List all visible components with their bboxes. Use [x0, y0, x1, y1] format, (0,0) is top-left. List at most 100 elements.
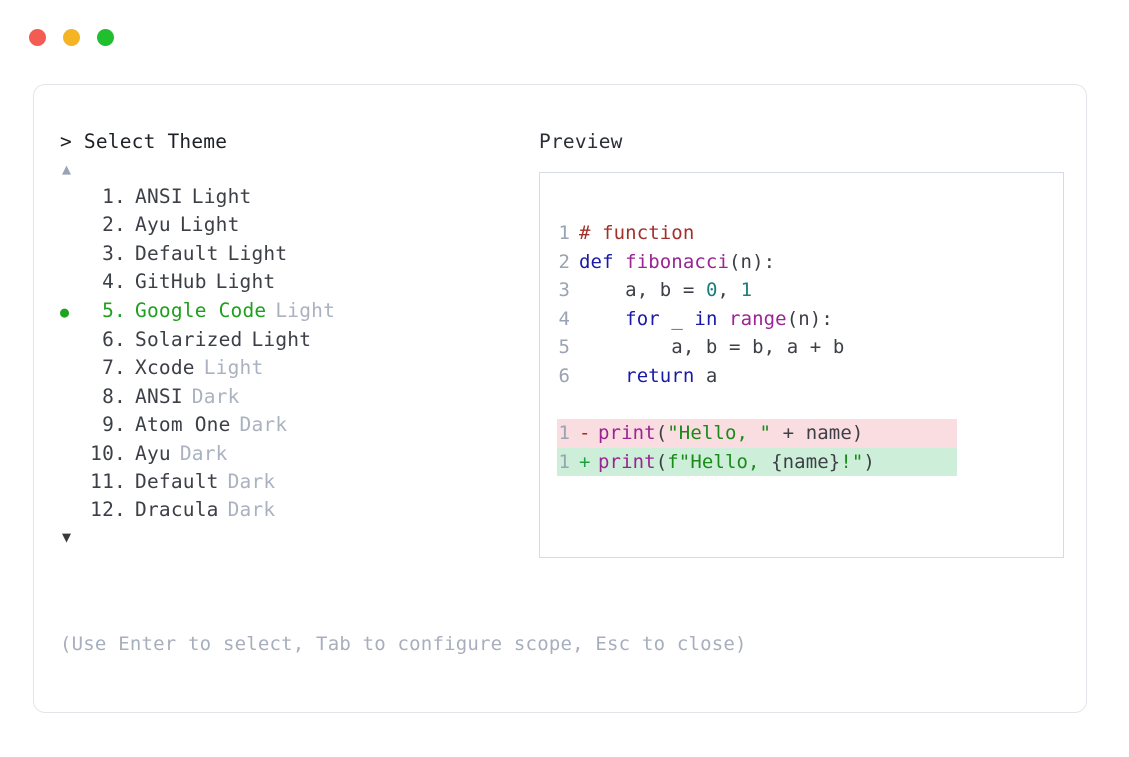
theme-item-variant: Light: [227, 241, 288, 265]
line-number: 6: [558, 364, 570, 387]
line-number: 5: [558, 336, 570, 359]
code-token-plain: a, b =: [579, 279, 706, 302]
select-theme-prompt: > Select Theme: [60, 130, 228, 153]
code-token-string: !": [840, 450, 864, 473]
theme-list-item[interactable]: 9. Atom One Dark: [60, 411, 530, 439]
code-line-text: # function: [579, 219, 694, 248]
theme-item-name: Atom One: [135, 413, 231, 437]
theme-item-variant: Light: [179, 213, 240, 237]
theme-item-number: 12.: [90, 498, 126, 522]
code-token-plain: [579, 365, 625, 387]
theme-item-number: 7.: [102, 356, 126, 380]
theme-item-variant: Light: [191, 185, 252, 208]
theme-item-number: 11.: [90, 470, 126, 494]
diff-sign: +: [579, 450, 591, 473]
theme-list-item[interactable]: 11. Default Dark: [60, 468, 530, 496]
code-line-text: def fibonacci(n):: [579, 248, 775, 277]
theme-list-item[interactable]: 3. Default Light: [60, 240, 530, 268]
code-token-builtin: print: [598, 422, 656, 445]
theme-list-item[interactable]: 8. ANSI Dark: [60, 383, 530, 411]
code-line: 4 for _ in range(n):: [557, 305, 1063, 334]
theme-item-number: 10.: [90, 441, 126, 465]
line-number: 1: [558, 450, 570, 473]
theme-item-variant: Light: [215, 270, 276, 294]
code-token-plain: _: [659, 307, 695, 330]
maximize-button-icon[interactable]: [97, 29, 114, 46]
code-token-function: fibonacci: [625, 250, 730, 273]
code-token-keyword: for: [625, 307, 660, 330]
code-token-string: f"Hello,: [667, 450, 772, 473]
code-line-text: for _ in range(n):: [579, 305, 833, 334]
code-token-plain: a: [694, 364, 718, 387]
code-line: 3 a, b = 0, 1: [557, 276, 1063, 305]
code-token-keyword: def: [579, 250, 626, 273]
theme-item-name: Default: [135, 241, 219, 265]
code-line: 2 def fibonacci(n):: [557, 248, 1063, 277]
code-line-text: a, b = b, a + b: [579, 333, 844, 362]
code-token-punct: (: [655, 422, 668, 445]
code-token-number: 0: [705, 279, 718, 302]
code-token-plain: [717, 308, 729, 330]
code-line: 1# function: [557, 219, 1063, 248]
code-token-number: 1: [740, 279, 753, 302]
code-token-plain: ,: [717, 279, 741, 302]
theme-item-name: GitHub: [135, 270, 207, 294]
diff-block: 1-print("Hello, " + name)1+print(f"Hello…: [557, 419, 1063, 477]
theme-item-name: ANSI: [135, 384, 183, 408]
theme-item-number: 8.: [102, 384, 126, 408]
code-line-text: return a: [579, 362, 717, 391]
theme-item-name: Default: [135, 470, 219, 494]
code-token-builtin: print: [598, 450, 656, 473]
theme-item-variant: Light: [251, 328, 312, 352]
window-titlebar: [29, 29, 114, 46]
code-token-plain: + name): [771, 422, 864, 445]
line-number: 2: [558, 250, 570, 273]
code-token-comment: # function: [579, 222, 695, 244]
scroll-up-icon[interactable]: ▲: [62, 160, 72, 178]
theme-item-name: ANSI: [135, 185, 183, 208]
theme-item-variant: Dark: [191, 384, 240, 408]
theme-item-variant: Light: [203, 356, 264, 380]
diff-sign: -: [579, 422, 591, 445]
code-line: 5 a, b = b, a + b: [557, 333, 1063, 362]
minimize-button-icon[interactable]: [63, 29, 80, 46]
line-number: 4: [558, 307, 570, 330]
code-token-punct: (n):: [786, 307, 833, 330]
theme-item-variant: Dark: [227, 470, 276, 494]
code-line-text: print("Hello, " + name): [598, 419, 863, 448]
theme-item-name: Ayu: [135, 441, 171, 465]
theme-item-name: Dracula: [135, 498, 219, 522]
theme-item-name: Xcode: [135, 356, 195, 380]
theme-item-number: 9.: [102, 413, 126, 437]
code-token-plain: a, b = b, a + b: [579, 336, 845, 359]
scroll-down-icon[interactable]: ▼: [62, 527, 72, 546]
theme-item-name: Solarized: [135, 328, 243, 352]
code-token-plain: [579, 308, 625, 330]
code-token-keyword: in: [694, 307, 718, 330]
code-line-text: print(f"Hello, {name}!"): [598, 448, 875, 477]
theme-item-variant: Dark: [239, 413, 288, 437]
close-button-icon[interactable]: [29, 29, 46, 46]
diff-line-plus: 1 + print(f"Hello, {name}!"): [557, 447, 957, 477]
diff-line-minus: 1-print("Hello, " + name): [557, 419, 957, 448]
preview-label: Preview: [539, 130, 623, 153]
line-number: 1: [558, 422, 570, 445]
code-token-keyword: return: [625, 364, 695, 387]
theme-item-variant: Light: [275, 298, 336, 322]
theme-item-name: Google Code: [135, 298, 267, 322]
code-line-text: a, b = 0, 1: [579, 276, 752, 305]
theme-list-item[interactable]: 7. Xcode Light: [60, 354, 530, 382]
code-token-string: "Hello, ": [667, 422, 772, 445]
theme-item-number: 3.: [102, 241, 126, 265]
